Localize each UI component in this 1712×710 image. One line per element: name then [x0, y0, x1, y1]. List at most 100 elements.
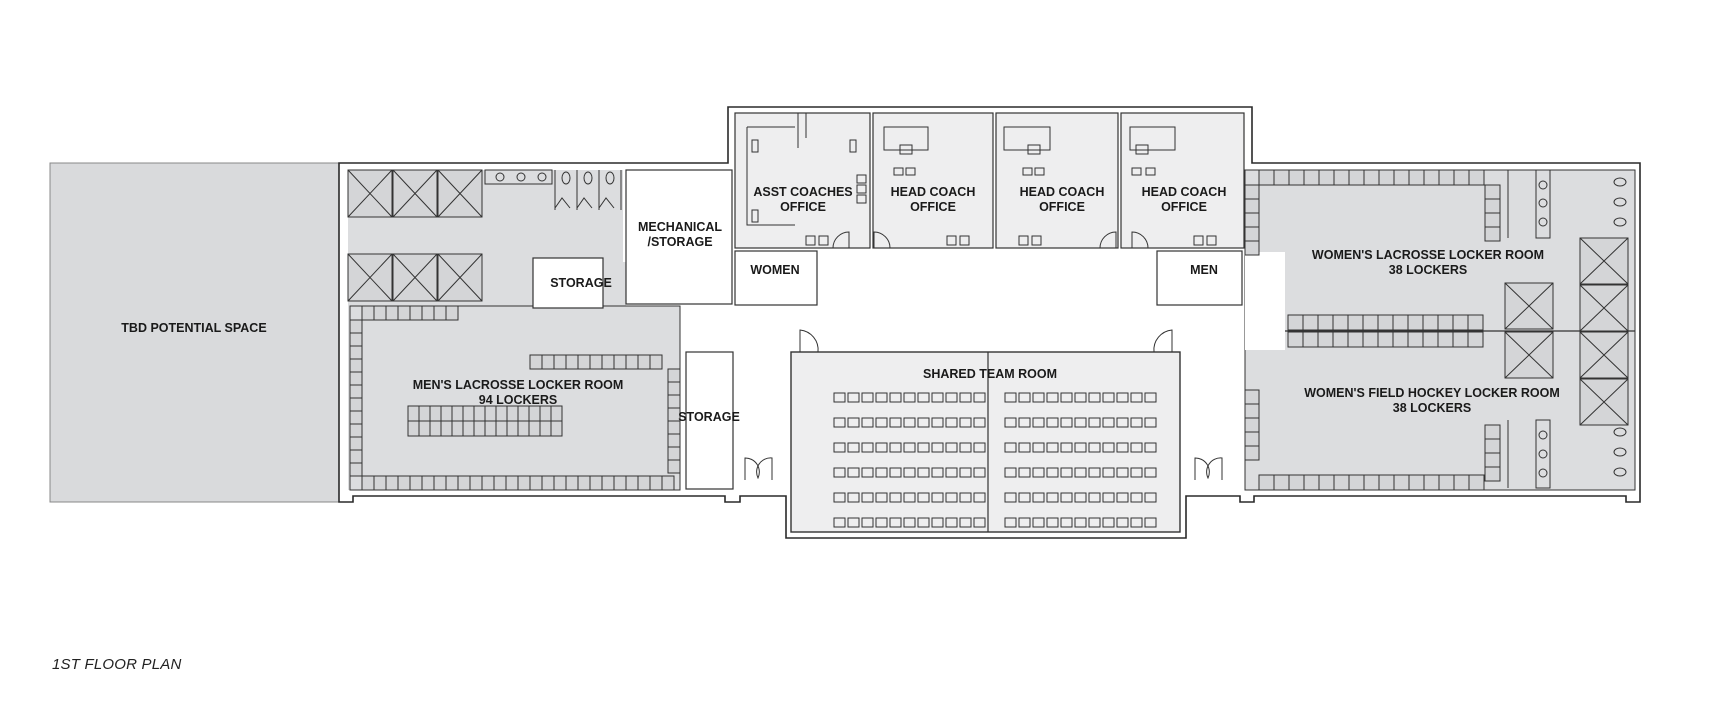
seat: [1116, 392, 1129, 403]
locker: [1287, 314, 1304, 331]
seat: [1144, 442, 1157, 453]
locker: [1484, 226, 1501, 242]
label-mens-lacrosse: MEN'S LACROSSE LOCKER ROOM: [413, 378, 624, 392]
locker: [349, 436, 363, 451]
seat: [1074, 442, 1087, 453]
locker: [1393, 169, 1410, 186]
label-tbd: TBD POTENTIAL SPACE: [121, 321, 266, 335]
seat: [861, 442, 874, 453]
seat: [861, 417, 874, 428]
seat: [959, 442, 972, 453]
locker: [1407, 314, 1424, 331]
seat: [1144, 392, 1157, 403]
men-restroom: [1156, 250, 1243, 306]
seat: [1004, 442, 1017, 453]
locker: [349, 371, 363, 386]
locker: [667, 459, 681, 474]
locker: [1393, 474, 1410, 491]
seat: [1130, 417, 1143, 428]
locker: [601, 475, 615, 491]
seat: [889, 392, 902, 403]
seat: [1102, 467, 1115, 478]
seat: [1004, 392, 1017, 403]
seat: [847, 467, 860, 478]
womens-lockers: [1244, 169, 1501, 491]
label-women-restroom: WOMEN: [750, 263, 799, 277]
seat: [1032, 517, 1045, 528]
seat: [959, 492, 972, 503]
locker: [1484, 438, 1501, 454]
locker: [1303, 169, 1320, 186]
left-wing-outer-wall: [338, 106, 1641, 539]
label-head-coach-3b: OFFICE: [1161, 200, 1207, 214]
seat: [1088, 442, 1101, 453]
locker: [421, 475, 435, 491]
locker: [433, 475, 447, 491]
seat: [1116, 467, 1129, 478]
seat: [903, 492, 916, 503]
seat: [861, 517, 874, 528]
seat: [1046, 492, 1059, 503]
locker: [349, 384, 363, 399]
locker: [1392, 331, 1409, 348]
locker: [1484, 466, 1501, 482]
seat: [1018, 492, 1031, 503]
toilets-women: [1507, 169, 1627, 489]
label-head-coach-2a: HEAD COACH: [1020, 185, 1105, 199]
asst-coaches-office: [734, 112, 871, 249]
locker: [553, 475, 567, 491]
label-mens-lockers: 94 LOCKERS: [479, 393, 558, 407]
locker: [407, 420, 420, 437]
seat: [833, 467, 846, 478]
seat: [1130, 492, 1143, 503]
seat: [959, 417, 972, 428]
locker: [1244, 403, 1260, 419]
locker: [1363, 474, 1380, 491]
seat: [1046, 467, 1059, 478]
toilets-men: [484, 169, 622, 210]
locker: [1484, 424, 1501, 440]
locker: [1422, 331, 1439, 348]
locker: [1408, 169, 1425, 186]
seat: [1088, 492, 1101, 503]
locker: [349, 358, 363, 373]
seat: [861, 392, 874, 403]
locker: [451, 405, 464, 422]
locker: [589, 354, 603, 370]
seat: [1116, 417, 1129, 428]
label-men-restroom: MEN: [1190, 263, 1218, 277]
seat: [861, 492, 874, 503]
locker: [429, 420, 442, 437]
seat: [1130, 467, 1143, 478]
seat: [861, 467, 874, 478]
locker: [667, 368, 681, 383]
locker: [1244, 226, 1260, 242]
label-head-coach-1b: OFFICE: [910, 200, 956, 214]
locker: [421, 305, 435, 321]
locker: [349, 345, 363, 360]
locker: [1484, 452, 1501, 468]
seat: [945, 467, 958, 478]
storage-center-room: [685, 351, 734, 490]
team-room-seats: [833, 392, 1157, 528]
locker: [1273, 169, 1290, 186]
label-head-coach-2b: OFFICE: [1039, 200, 1085, 214]
locker: [1467, 331, 1484, 348]
team-room-doors: [744, 329, 1223, 480]
seat: [1018, 517, 1031, 528]
seat: [1060, 417, 1073, 428]
locker: [649, 354, 663, 370]
locker: [1347, 331, 1364, 348]
locker: [528, 405, 541, 422]
seat: [1046, 517, 1059, 528]
seat: [1102, 517, 1115, 528]
mens-lockers: [349, 305, 681, 491]
locker: [493, 475, 507, 491]
locker: [361, 475, 375, 491]
seat: [1032, 492, 1045, 503]
seat: [945, 517, 958, 528]
seat: [1060, 442, 1073, 453]
locker: [418, 405, 431, 422]
seat: [1032, 442, 1045, 453]
